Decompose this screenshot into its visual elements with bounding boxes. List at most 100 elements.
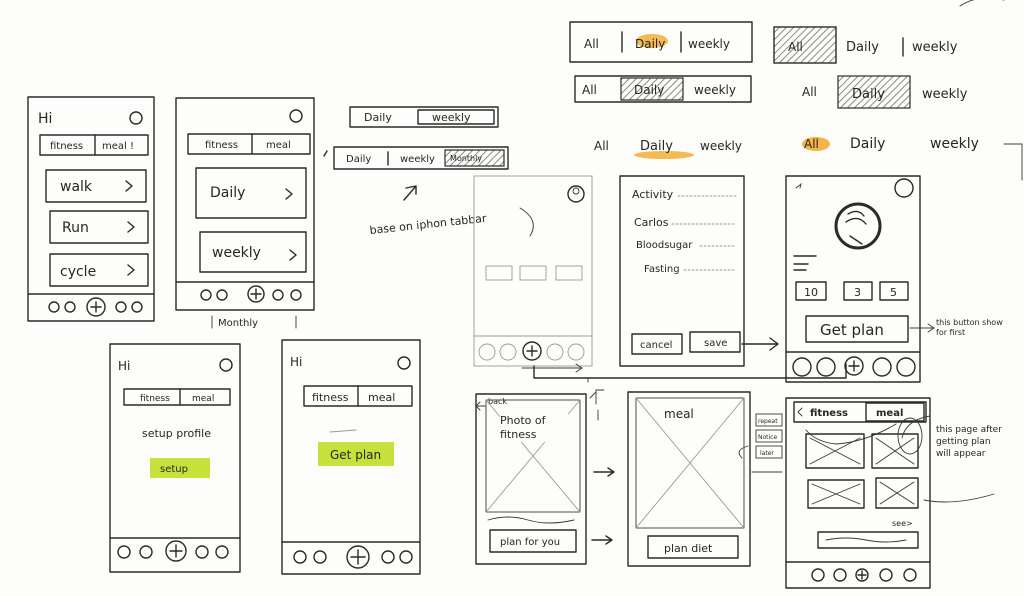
variant-label: All (584, 37, 599, 51)
add-icon (165, 540, 187, 562)
s4-greeting: Hi (290, 355, 302, 369)
counter-box[interactable] (843, 281, 873, 301)
screen-get-plan: 10 3 5 Get plan (785, 175, 921, 383)
s1-tab-meal[interactable]: meal ! (102, 141, 134, 152)
variant-label: All (804, 137, 819, 151)
avatar[interactable] (129, 111, 143, 125)
sa-tab-bar[interactable] (478, 341, 585, 361)
notice-button[interactable] (755, 429, 783, 443)
avatar-icon[interactable] (567, 185, 585, 203)
plan-card[interactable] (875, 477, 919, 509)
s1-tab-bar[interactable] (48, 297, 143, 317)
s9-tab-bar[interactable] (811, 568, 917, 582)
s1-list-item-walk[interactable] (45, 169, 147, 203)
arrow-up-icon (403, 185, 417, 201)
variant-label: weekly (694, 83, 736, 97)
s3-setup-button[interactable] (150, 458, 210, 478)
s9-bottom-bar[interactable] (817, 531, 919, 549)
counter-box[interactable] (879, 281, 909, 301)
chevron-right-icon (285, 188, 293, 200)
plan-for-you-button[interactable] (489, 529, 577, 553)
s9-tab-fitness[interactable]: fitness (810, 408, 848, 419)
s1-list-item-cycle[interactable] (49, 253, 149, 287)
avatar[interactable] (289, 109, 303, 123)
repeat-label: repeat (758, 418, 778, 425)
chevron-right-icon (127, 264, 135, 276)
s2-segment[interactable] (187, 133, 311, 155)
back-arrow-icon[interactable] (475, 401, 486, 411)
s9-tab-meal[interactable]: meal (876, 408, 903, 419)
s3-tab-fitness[interactable]: fitness (140, 394, 170, 404)
s1-list-item-run[interactable] (49, 210, 149, 244)
screen-meal: meal plan diet (627, 391, 751, 567)
cancel-button[interactable] (631, 333, 683, 355)
form-label-activity: Activity (632, 188, 674, 201)
screen-plan-grid: fitness meal see> (785, 397, 931, 589)
plan-card[interactable] (871, 433, 919, 469)
s2-tab-fitness[interactable]: fitness (205, 140, 238, 151)
add-icon (855, 568, 869, 582)
s2-list-item-daily[interactable] (195, 167, 307, 219)
cancel-label: cancel (640, 340, 672, 351)
s4-tab-fitness[interactable]: fitness (312, 391, 349, 404)
counter-box[interactable] (795, 281, 827, 301)
variant-label: Daily (635, 37, 665, 51)
s2-list-item-label: weekly (212, 245, 261, 261)
chevron-left-icon[interactable] (797, 407, 803, 417)
repeat-button[interactable] (755, 413, 783, 427)
segment-sketch-1: Daily weekly (349, 106, 499, 128)
save-button[interactable] (689, 331, 741, 353)
add-icon (86, 297, 106, 317)
get-plan-button[interactable] (805, 315, 909, 343)
variant-label: weekly (688, 37, 730, 51)
plan-card[interactable] (807, 479, 865, 509)
plan-diet-button[interactable] (647, 535, 739, 559)
sg-tab-bar[interactable] (792, 356, 916, 377)
flow-connector (533, 363, 847, 379)
counter-value: 3 (854, 286, 861, 299)
s3-tab-bar[interactable] (117, 540, 229, 562)
screen-1: Hi fitness meal ! walk Run cycle (27, 96, 155, 322)
s3-tab-meal[interactable]: meal (192, 394, 214, 404)
s1-tab-fitness[interactable]: fitness (50, 141, 83, 152)
s4-get-plan-button[interactable] (318, 442, 394, 466)
segment-variants: All Daily weekly All Daily weekly All Da… (569, 0, 1023, 181)
seg2-label: Monthly (450, 154, 482, 163)
s4-tab-meal[interactable]: meal (368, 391, 395, 404)
variant-label: All (582, 83, 597, 97)
plan-card[interactable] (805, 433, 865, 469)
s2-list-item-weekly[interactable] (199, 231, 307, 273)
later-button[interactable] (755, 445, 783, 459)
s3-greeting: Hi (118, 359, 130, 373)
tabbar-note: base on iphon tabbar (369, 212, 488, 237)
add-icon (247, 285, 265, 303)
variant-label: weekly (700, 139, 742, 153)
s9-segment[interactable] (793, 401, 927, 423)
s2-list-item-label: Daily (210, 185, 245, 201)
variant-label: All (788, 40, 803, 54)
counter-value: 5 (890, 286, 897, 299)
side-buttons: repeat Notice later (755, 413, 783, 459)
avatar[interactable] (894, 178, 914, 198)
see-more-link[interactable]: see> (892, 519, 913, 528)
avatar[interactable] (219, 358, 233, 372)
seg2-label: Daily (346, 154, 371, 165)
segment-sketch-2: Daily weekly Monthly (323, 146, 509, 170)
page-note: this page after getting plan will appear (936, 425, 1002, 459)
variant-label: All (802, 85, 817, 99)
get-plan-label: Get plan (820, 321, 884, 339)
avatar[interactable] (397, 356, 411, 370)
counter-value: 10 (804, 286, 818, 299)
s2-tab-bar[interactable] (200, 285, 302, 303)
back-label: back (488, 397, 507, 406)
s2-tab-meal[interactable]: meal (266, 140, 291, 151)
s1-segment[interactable] (39, 134, 149, 156)
fitness-photo-placeholder (485, 399, 581, 513)
plan-for-you-label: plan for you (500, 537, 560, 548)
screen-form: Activity Carlos Bloodsugar Fasting cance… (619, 175, 745, 367)
s4-tab-bar[interactable] (293, 545, 413, 569)
s3-setup-button-label: setup (160, 464, 188, 475)
s3-segment[interactable] (123, 388, 231, 406)
plan-diet-label: plan diet (664, 542, 713, 555)
